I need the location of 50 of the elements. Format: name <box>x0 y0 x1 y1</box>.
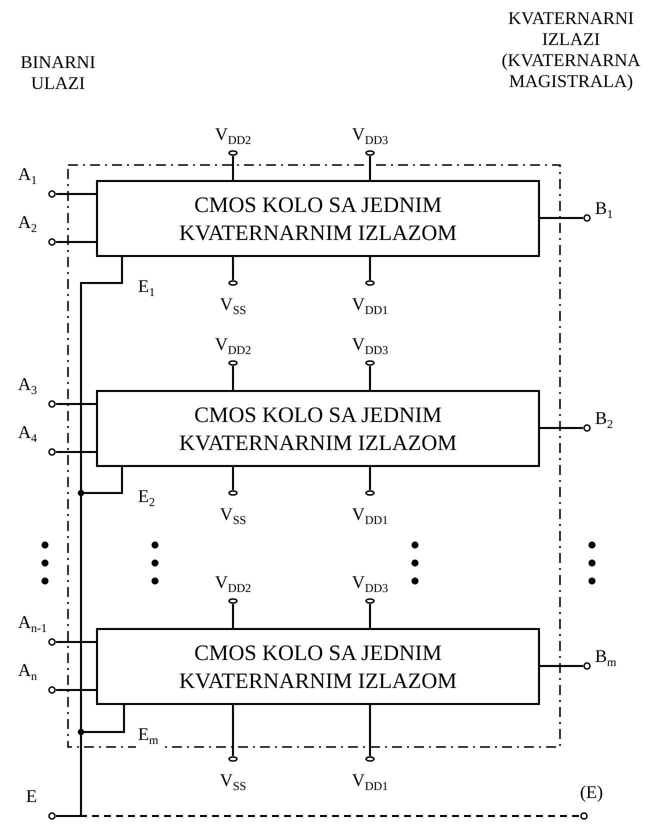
pin-label: A$_{4}$ <box>18 422 37 447</box>
connector-line <box>56 689 96 691</box>
connector-line <box>232 156 234 180</box>
pin-label: V$_{DD2}$ <box>214 572 252 597</box>
pin-label: V$_{DD1}$ <box>352 770 388 795</box>
pin-label: A$_{2}$ <box>18 212 37 237</box>
pin-label: V$_{DD1}$ <box>352 294 388 319</box>
pin-label: V$_{SS}$ <box>220 504 246 529</box>
connector-line <box>369 366 371 390</box>
connector-line <box>232 604 234 628</box>
pin-label: A$_{n}$ <box>18 660 37 685</box>
pin-label: E <box>26 786 37 806</box>
pin-label: (E) <box>580 782 603 802</box>
pin-label: B$_{2}$ <box>595 408 614 433</box>
pin-label: V$_{SS}$ <box>220 294 246 319</box>
pin-label: V$_{DD1}$ <box>352 504 388 529</box>
connector-line <box>369 257 371 280</box>
connector-line <box>540 665 583 667</box>
connector-line <box>232 366 234 390</box>
pin-label: V$_{DD3}$ <box>352 334 388 359</box>
connector-line <box>540 217 583 219</box>
pin-label: V$_{SS}$ <box>220 770 246 795</box>
pin-label: A$_{n-1}$ <box>18 612 47 637</box>
dash-dot-boundary <box>67 164 561 748</box>
circuit-block: CMOS KOLO SA JEDNIM KVATERNARNIM IZLAZOM <box>96 180 540 257</box>
pin-label: V$_{DD2}$ <box>214 124 252 149</box>
circuit-block: CMOS KOLO SA JEDNIM KVATERNARNIM IZLAZOM <box>96 390 540 467</box>
connector-line <box>369 156 371 180</box>
connector-line <box>56 641 96 643</box>
connector-line <box>369 604 371 628</box>
connector-line <box>232 257 234 280</box>
pin-label: V$_{DD3}$ <box>352 572 388 597</box>
connector-line <box>56 193 96 195</box>
connector-line <box>540 427 583 429</box>
heading-label: KVATERNARNI IZLAZI (KVATERNARNA MAGISTRALA) <box>500 8 642 92</box>
connector-line <box>56 403 96 405</box>
circuit-block: CMOS KOLO SA JEDNIM KVATERNARNIM IZLAZOM <box>96 628 540 705</box>
pin-label: V$_{DD2}$ <box>214 334 252 359</box>
connector-line <box>369 467 371 490</box>
connector-line <box>232 705 234 756</box>
pin-label: B$_{m}$ <box>595 646 616 671</box>
connector-line <box>232 467 234 490</box>
pin-label: V$_{DD3}$ <box>352 124 388 149</box>
connector-line <box>369 705 371 756</box>
pin-label: A$_{1}$ <box>18 164 37 189</box>
pin-label: A$_{3}$ <box>18 374 37 399</box>
connector-line <box>56 451 96 453</box>
pin-label: B$_{1}$ <box>595 198 614 223</box>
connector-line <box>56 241 96 243</box>
heading-label: BINARNI ULAZI <box>20 52 96 94</box>
